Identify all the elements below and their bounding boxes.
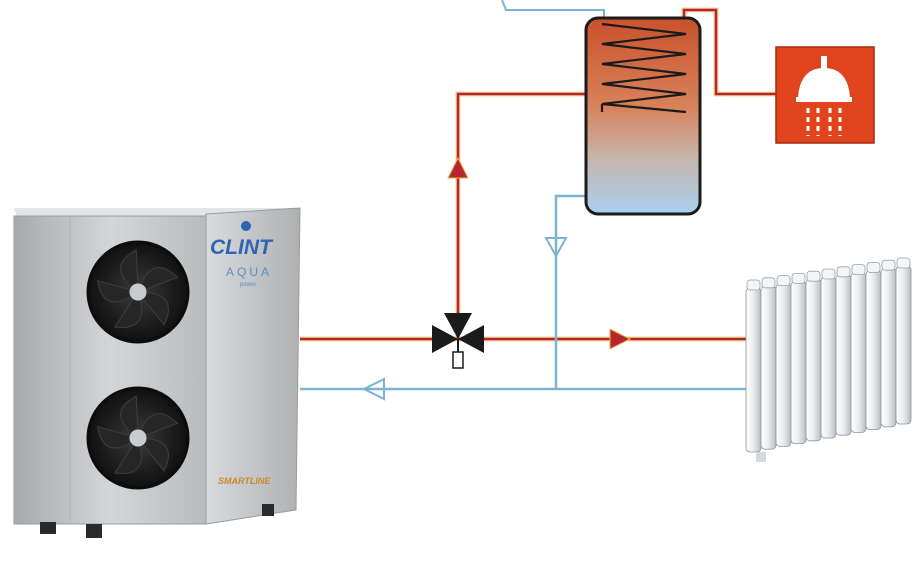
hot-outlet-pipe: [681, 7, 776, 97]
radiator-fin: [835, 274, 852, 436]
radiator-fin: [760, 285, 777, 450]
cold-tank-return-pipe: [554, 194, 588, 389]
radiator-fin: [880, 267, 897, 428]
hot-tank-feed-pipe: [455, 91, 586, 339]
radiator-fin: [745, 287, 762, 453]
radiator-fin: [790, 280, 807, 444]
radiator-fin-cap: [776, 275, 791, 287]
flow-arrow-icon: [447, 156, 469, 179]
radiator-fin-cap: [791, 272, 806, 284]
radiator-fin-cap: [821, 268, 836, 280]
radiator-fin-cap: [806, 270, 821, 282]
flow-arrow-icon: [361, 377, 385, 401]
radiator-fin-cap: [761, 277, 776, 289]
radiator-fin-cap: [746, 279, 761, 291]
radiator-fin: [820, 276, 837, 439]
brand-name: CLINT: [210, 236, 274, 259]
radiator-fin-cap: [836, 266, 851, 278]
brand-logo: CLINT AQUA power SMARTLINE: [210, 221, 274, 486]
fan-icon: [86, 386, 190, 490]
hot-water-tank: [584, 16, 702, 216]
radiator-fin: [805, 278, 822, 442]
model-name: AQUA: [226, 265, 272, 279]
heating-coil-icon: [601, 22, 687, 114]
radiator-foot: [756, 452, 766, 462]
radiator-fin-cap: [896, 257, 911, 269]
radiator-fin-cap: [866, 261, 881, 273]
model-subtitle: power: [240, 282, 256, 288]
radiator-fin: [850, 272, 867, 433]
flow-arrow-icon: [544, 237, 568, 259]
flow-arrow-icon: [609, 328, 632, 350]
series-name: SMARTLINE: [218, 476, 271, 486]
radiator-fin-cap: [851, 264, 866, 276]
radiator-fin: [865, 269, 882, 430]
radiator: [745, 257, 912, 462]
cold-inlet-pipe: [501, 0, 605, 20]
radiator-fin: [775, 283, 792, 447]
shower-icon: [796, 56, 852, 136]
three-way-valve-icon: [432, 313, 484, 369]
shower-outlet: [775, 46, 875, 144]
heat-pump-unit: CLINT AQUA power SMARTLINE: [13, 207, 301, 538]
fan-icon: [86, 240, 190, 344]
radiator-fin-cap: [881, 259, 896, 271]
radiator-fin: [895, 265, 912, 425]
